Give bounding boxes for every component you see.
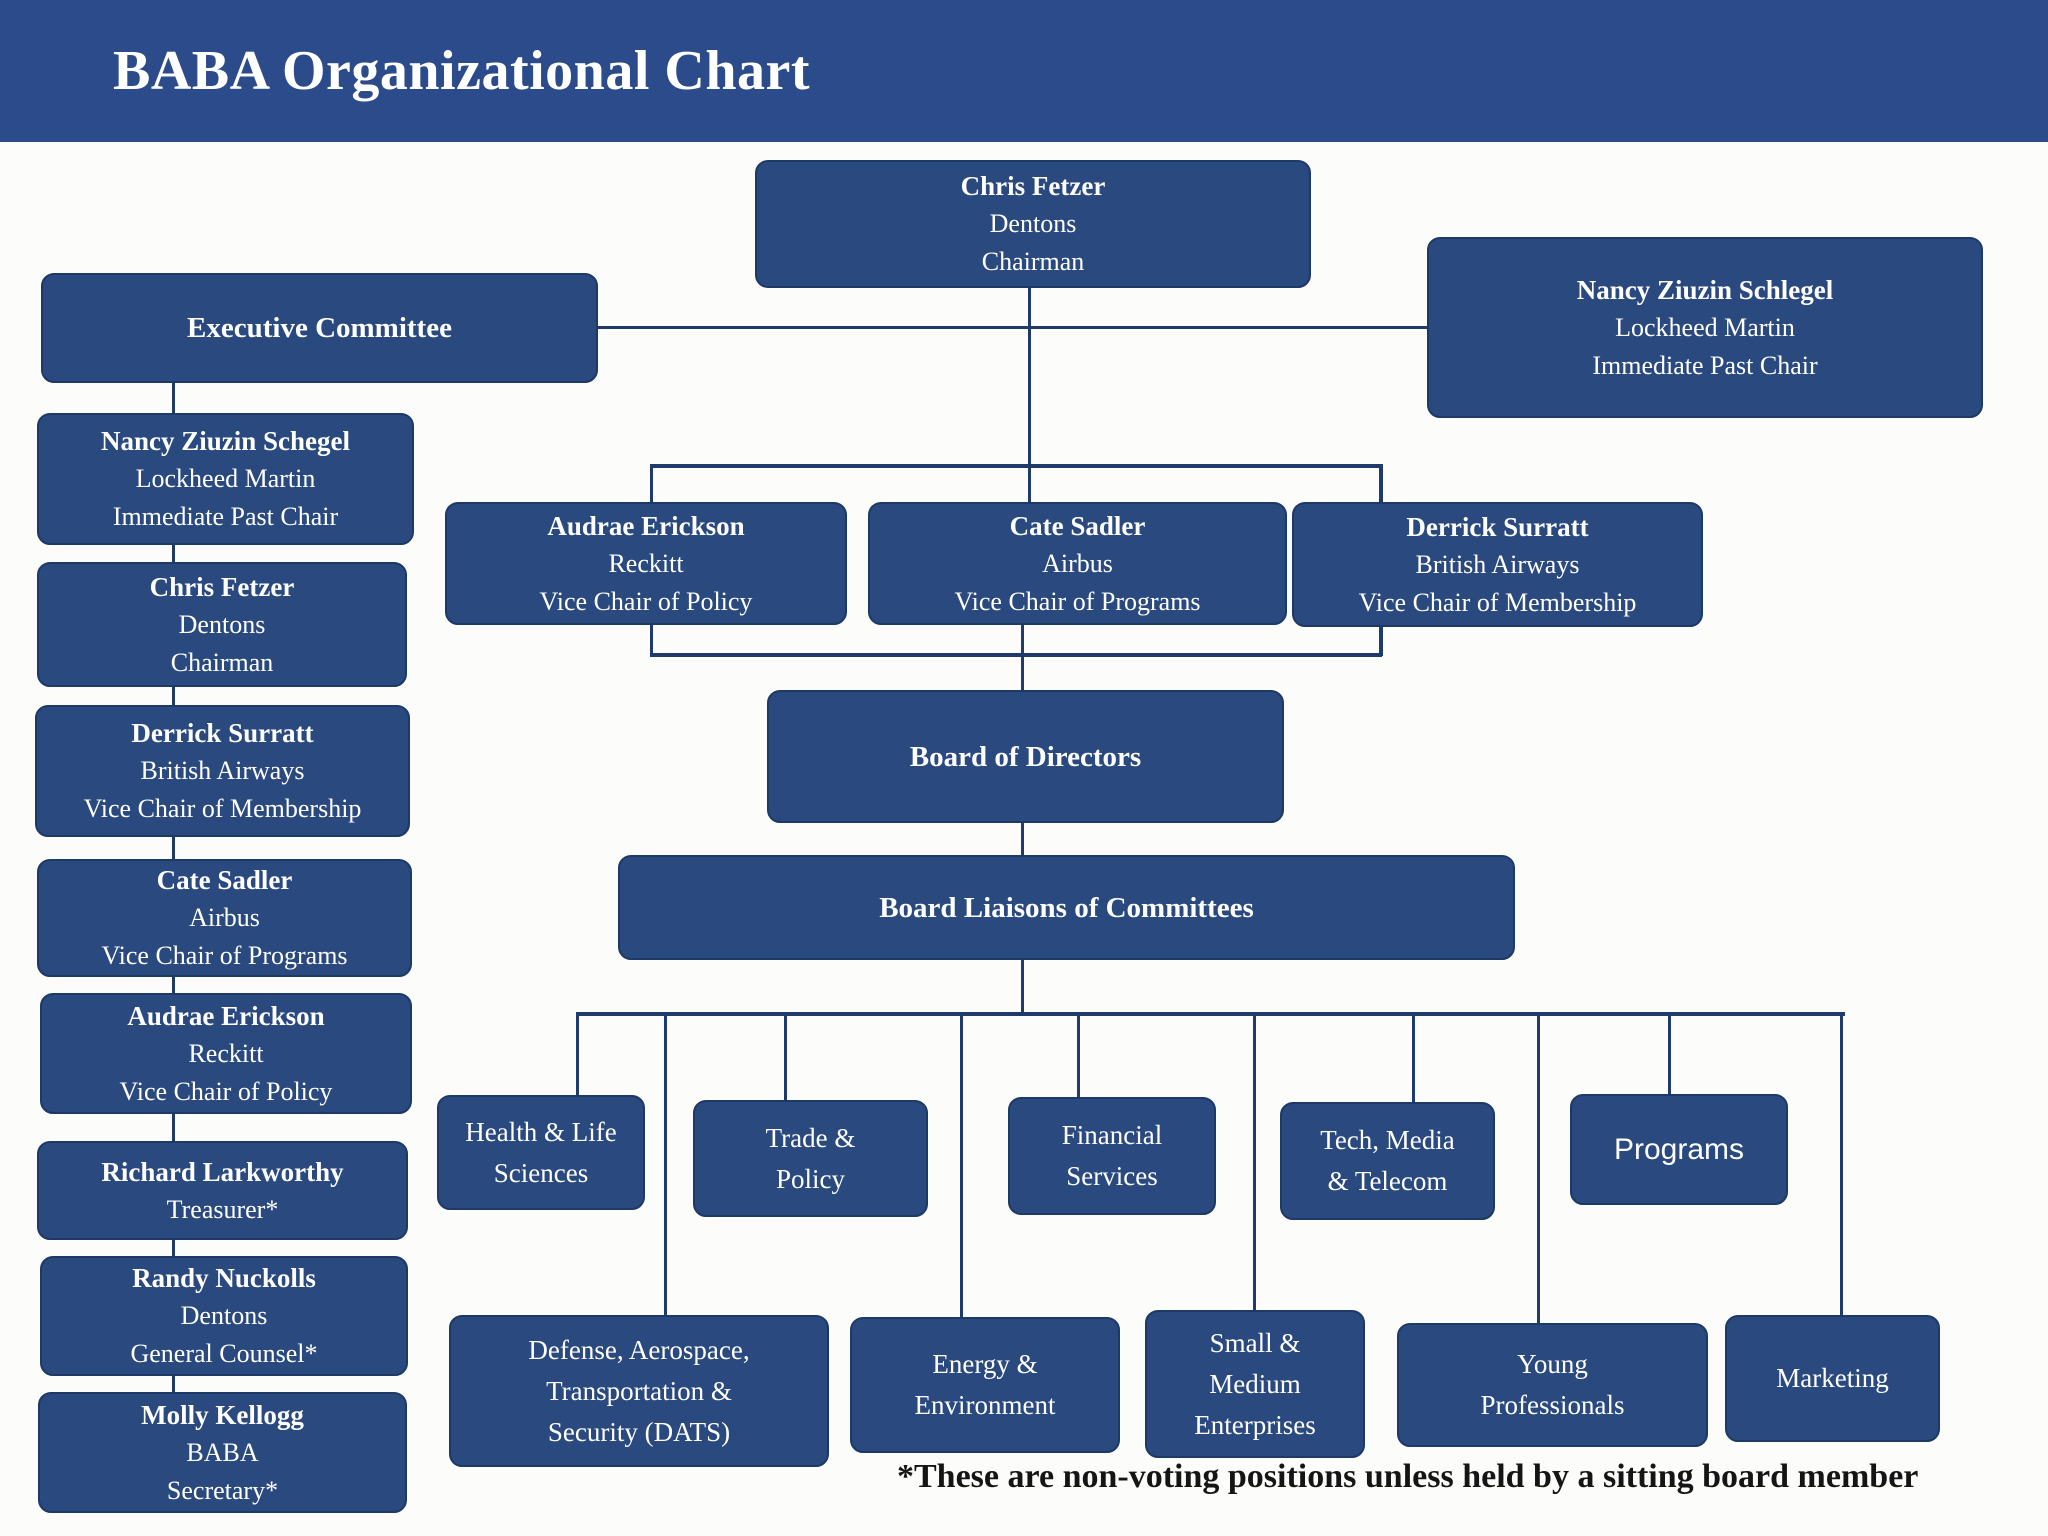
connector-line — [650, 464, 1382, 468]
node-committee-health-life-sciences: Health & Life Sciences — [437, 1095, 645, 1210]
page-title: BABA Organizational Chart — [113, 40, 810, 102]
connector-line — [1021, 958, 1024, 1014]
footnote: *These are non-voting positions unless h… — [897, 1458, 1919, 1495]
person-name: Molly Kellogg — [141, 1399, 304, 1430]
connector-line — [172, 1113, 175, 1142]
node-exec-member-cate-sadler: Cate Sadler Airbus Vice Chair of Program… — [37, 859, 412, 977]
person-name: Richard Larkworthy — [101, 1156, 344, 1187]
person-details: British Airways Vice Chair of Membership — [83, 756, 362, 823]
connector-line — [172, 976, 175, 995]
person-details: Dentons Chairman — [170, 609, 274, 677]
person-name: Randy Nuckolls — [132, 1263, 316, 1293]
connector-line — [1537, 1012, 1540, 1325]
node-committee-small-medium-enterprises: Small & Medium Enterprises — [1145, 1310, 1365, 1458]
node-committee-young-professionals: Young Professionals — [1397, 1323, 1708, 1447]
node-committee-programs: Programs — [1570, 1094, 1788, 1205]
person-details: BABA Secretary* — [166, 1437, 279, 1505]
node-immediate-past-chair: Nancy Ziuzin Schlegel Lockheed Martin Im… — [1427, 237, 1983, 418]
person-name: Cate Sadler — [1009, 510, 1146, 541]
connector-line — [1021, 625, 1024, 692]
node-committee-marketing: Marketing — [1725, 1315, 1940, 1442]
connector-line — [598, 326, 1427, 329]
person-name: Derrick Surratt — [131, 718, 314, 748]
committee-label: Tech, Media & Telecom — [1320, 1125, 1455, 1196]
person-details: Reckitt Vice Chair of Policy — [539, 548, 753, 616]
person-details: Lockheed Martin Immediate Past Chair — [1592, 312, 1818, 380]
person-name: Nancy Ziuzin Schegel — [100, 426, 350, 456]
node-vice-chair-membership: Derrick Surratt British Airways Vice Cha… — [1292, 502, 1703, 627]
connector-line — [1412, 1012, 1415, 1104]
connector-line — [172, 686, 175, 707]
group-label: Executive Committee — [187, 312, 452, 344]
person-details: Airbus Vice Chair of Programs — [101, 903, 348, 970]
connector-line — [650, 653, 1382, 657]
person-name: Audrae Erickson — [127, 1000, 325, 1031]
connector-line — [576, 1012, 579, 1097]
person-details: Airbus Vice Chair of Programs — [954, 548, 1201, 616]
connector-line — [664, 1012, 667, 1317]
person-name: Chris Fetzer — [960, 171, 1106, 201]
group-label: Board of Directors — [909, 740, 1142, 773]
person-name: Derrick Surratt — [1406, 511, 1589, 542]
committee-label: Financial Services — [1061, 1120, 1163, 1191]
person-details: Dentons Chairman — [981, 209, 1085, 276]
connector-line — [576, 1012, 1845, 1016]
connector-line — [650, 625, 653, 657]
person-name: Nancy Ziuzin Schlegel — [1576, 274, 1834, 305]
node-board-liaisons: Board Liaisons of Committees — [618, 855, 1515, 960]
connector-line — [1668, 1012, 1671, 1096]
connector-line — [1077, 1012, 1080, 1099]
committee-label: Programs — [1613, 1133, 1745, 1166]
node-committee-energy-environment: Energy & Environment — [850, 1317, 1120, 1453]
node-committee-trade-policy: Trade & Policy — [693, 1100, 928, 1217]
person-name: Chris Fetzer — [149, 571, 295, 602]
node-vice-chair-programs: Cate Sadler Airbus Vice Chair of Program… — [868, 502, 1287, 625]
node-exec-member-audrae-erickson: Audrae Erickson Reckitt Vice Chair of Po… — [40, 993, 412, 1114]
committee-label: Trade & Policy — [765, 1122, 856, 1194]
person-details: Dentons General Counsel* — [130, 1301, 318, 1368]
node-exec-member-randy-nuckolls: Randy Nuckolls Dentons General Counsel* — [40, 1256, 408, 1376]
committee-label: Small & Medium Enterprises — [1194, 1327, 1316, 1440]
committee-label: Health & Life Sciences — [465, 1116, 617, 1188]
person-details: British Airways Vice Chair of Membership — [1358, 549, 1637, 617]
node-exec-member-nancy-ziuzin-schegel: Nancy Ziuzin Schegel Lockheed Martin Imm… — [37, 413, 414, 545]
node-committee-financial-services: Financial Services — [1008, 1097, 1216, 1215]
node-chairman: Chris Fetzer Dentons Chairman — [755, 160, 1311, 288]
connector-line — [650, 464, 653, 504]
node-exec-member-derrick-surratt: Derrick Surratt British Airways Vice Cha… — [35, 705, 410, 837]
connector-line — [784, 1012, 787, 1102]
connector-line — [172, 544, 175, 564]
connector-line — [172, 1239, 175, 1258]
committee-label: Defense, Aerospace, Transportation & Sec… — [528, 1334, 750, 1447]
person-details: Reckitt Vice Chair of Policy — [119, 1038, 333, 1106]
person-name: Cate Sadler — [156, 865, 293, 895]
committee-label: Energy & Environment — [914, 1349, 1056, 1420]
connector-line — [1028, 288, 1031, 502]
connector-line — [172, 1375, 175, 1394]
connector-line — [1840, 1012, 1843, 1317]
connector-line — [960, 1012, 963, 1319]
person-details: Treasurer* — [166, 1194, 279, 1224]
header-bar: BABA Organizational Chart — [0, 0, 2048, 142]
group-label: Board Liaisons of Committees — [879, 891, 1254, 924]
connector-line — [1021, 822, 1024, 857]
person-name: Audrae Erickson — [547, 510, 745, 541]
committee-label: Young Professionals — [1480, 1349, 1625, 1420]
connector-line — [172, 836, 175, 861]
connector-line — [1253, 1012, 1256, 1312]
node-board-of-directors: Board of Directors — [767, 690, 1284, 823]
node-exec-member-richard-larkworthy: Richard Larkworthy Treasurer* — [37, 1141, 408, 1240]
node-executive-committee: Executive Committee — [41, 273, 598, 383]
person-details: Lockheed Martin Immediate Past Chair — [112, 464, 339, 531]
committee-label: Marketing — [1776, 1363, 1889, 1393]
connector-line — [172, 382, 175, 415]
node-vice-chair-policy: Audrae Erickson Reckitt Vice Chair of Po… — [445, 502, 847, 625]
node-exec-member-molly-kellogg: Molly Kellogg BABA Secretary* — [38, 1392, 407, 1513]
node-exec-member-chris-fetzer: Chris Fetzer Dentons Chairman — [37, 562, 407, 687]
node-committee-tech-media-telecom: Tech, Media & Telecom — [1280, 1102, 1495, 1220]
node-committee-dats: Defense, Aerospace, Transportation & Sec… — [449, 1315, 829, 1467]
